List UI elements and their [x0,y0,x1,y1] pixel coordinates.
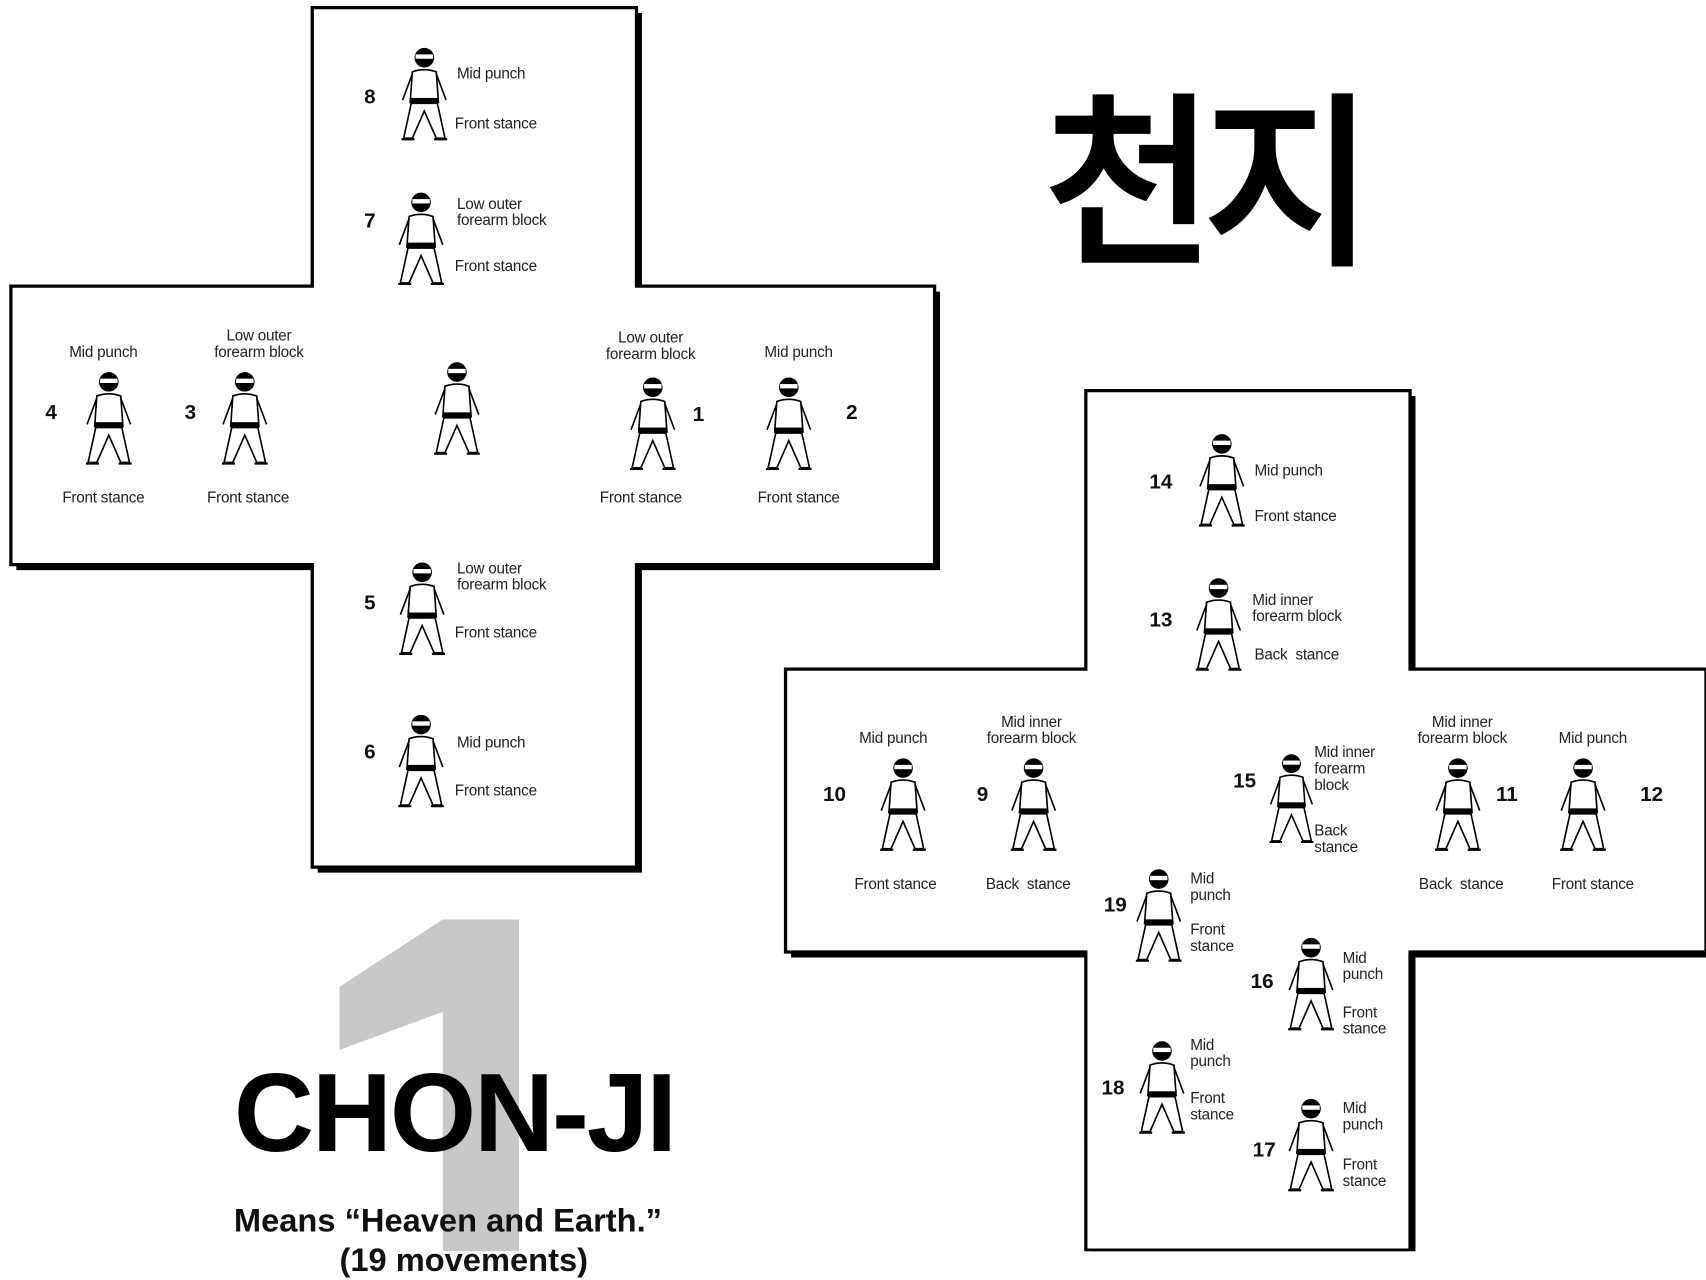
technique-label: Mid punch [1342,948,1384,983]
technique-label: Low outer forearm block [605,328,696,363]
move-number: 2 [846,401,858,425]
technique-label: Mid punch [69,342,138,361]
stance-label: Front stance [454,623,537,641]
technique-label: Mid punch [1254,461,1323,479]
figure-move-3 [220,371,269,465]
figure-move-15 [1268,753,1315,844]
hangul-title: 천지 [1044,76,1373,294]
poster: 8 7 4 3 1 2 5 6 Mid punch Front stance L… [9,5,1706,1278]
move-number: 4 [45,401,57,425]
technique-label: Low outer forearm block [456,194,547,229]
stance-label: Front stance [599,488,682,506]
technique-label: Mid inner forearm block [1252,590,1342,625]
meaning-text: Means “Heaven and Earth.” [233,1203,663,1240]
stance-label: Front stance [454,114,537,132]
move-number: 11 [1495,783,1518,807]
figure-move-1 [628,376,677,471]
technique-label: Mid punch [1558,728,1628,747]
move-number: 9 [976,783,989,807]
stance-label: Back stance [985,874,1071,893]
page-title: CHON-JI [233,1051,677,1176]
figure-move-4 [84,371,133,465]
move-number: 19 [1103,894,1127,918]
move-number: 17 [1252,1139,1276,1162]
stance-label: Front stance [757,488,840,506]
stance-label: Front stance [1342,1003,1387,1037]
move-number: 7 [364,209,376,233]
move-number: 14 [1149,471,1173,494]
stance-label: Front stance [854,874,937,893]
technique-label: Mid punch [456,733,526,751]
stance-label: Front stance [62,488,145,506]
technique-label: Mid inner forearm block [1417,712,1508,747]
stance-label: Back stance [1314,821,1358,856]
figure-move-19 [1134,868,1183,962]
figure-move-2 [764,376,813,471]
move-number: 18 [1101,1077,1125,1100]
technique-label: Low outer forearm block [456,559,547,593]
figure-move-11 [1433,757,1482,851]
stance-label: Front stance [454,256,537,275]
figure-move-9 [1009,757,1058,851]
figure-move-7 [397,191,445,286]
technique-label: Mid punch [1342,1098,1384,1133]
big-number-one-graphic [339,919,519,1252]
figure-move-17 [1287,1097,1335,1192]
technique-label: Mid punch [1190,1035,1231,1070]
move-number: 6 [364,740,376,764]
stance-label: Back stance [1254,645,1340,663]
figure-move-6 [397,713,445,808]
figure-move-14 [1197,433,1246,527]
technique-label: Mid punch [456,64,526,82]
stance-label: Front stance [207,488,290,506]
technique-label: Mid punch [764,342,833,361]
move-number: 1 [692,403,705,427]
move-number: 5 [364,591,376,615]
stance-label: Front stance [1190,1089,1234,1123]
technique-label: Mid punch [1190,869,1231,904]
figure-move-5 [398,561,447,655]
technique-label: Low outer forearm block [214,326,304,361]
cross-b-outline [783,388,1706,1252]
technique-label: Mid punch [859,728,928,747]
stance-label: Back stance [1418,874,1504,893]
figure-move-13 [1194,577,1243,671]
stance-label: Front stance [454,781,537,799]
move-number: 15 [1233,770,1257,794]
figure-move-16 [1287,936,1335,1031]
figure-move-12 [1559,757,1607,851]
technique-label: Mid inner forearm block [986,712,1077,747]
figure-ready-stance [433,361,481,455]
stance-label: Front stance [1190,920,1234,955]
move-number: 16 [1250,970,1274,994]
move-number: 13 [1149,609,1173,633]
move-number: 10 [822,783,846,807]
stance-label: Front stance [1342,1155,1387,1190]
move-number: 3 [184,401,197,425]
figure-move-18 [1138,1040,1186,1134]
technique-label: Mid inner forearm block [1314,743,1375,794]
stance-label: Front stance [1254,507,1337,525]
move-number: 12 [1640,783,1664,807]
move-number: 8 [364,85,376,109]
figure-move-10 [879,757,927,851]
stance-label: Front stance [1551,874,1634,893]
movement-count: (19 movements) [339,1242,588,1279]
figure-move-8 [400,46,449,141]
